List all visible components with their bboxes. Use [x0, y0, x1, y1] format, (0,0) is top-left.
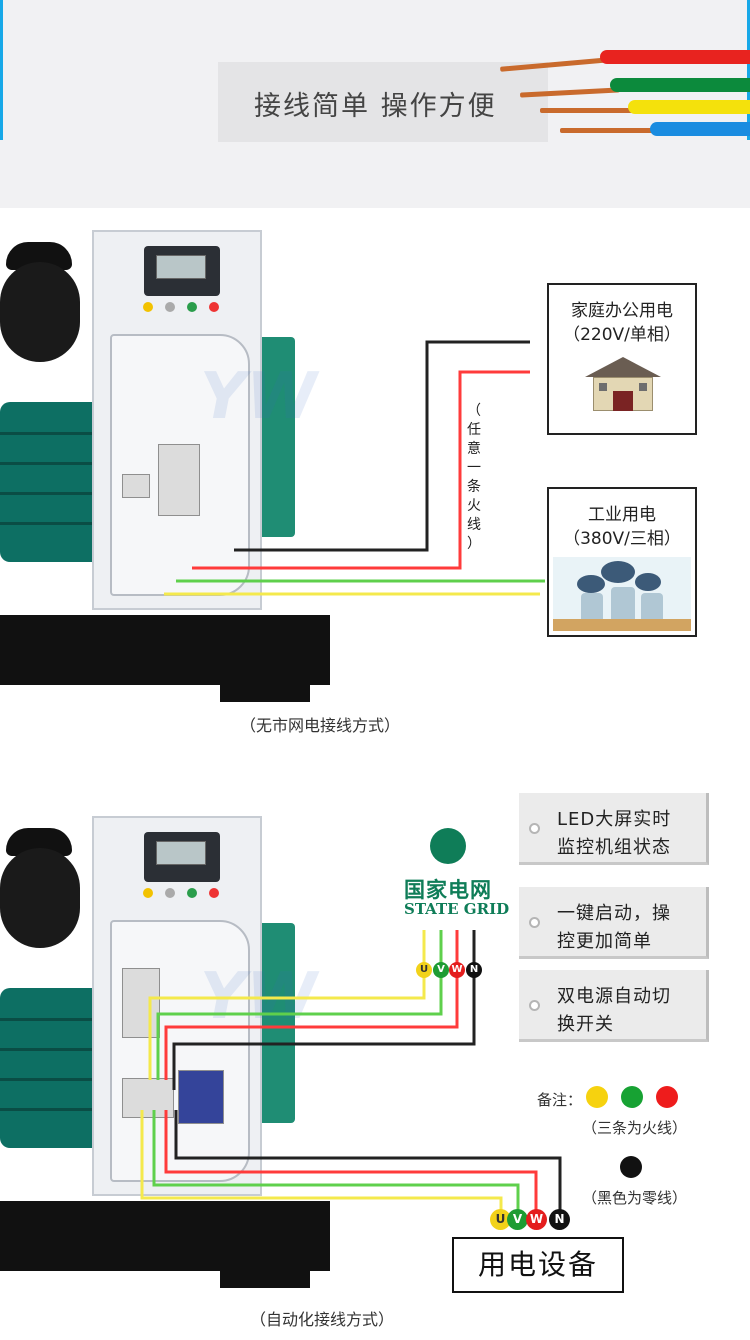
banner-title: 接线简单 操作方便 — [254, 91, 497, 122]
feature-card-ats: 双电源自动切 换开关 — [519, 970, 709, 1042]
industrial-power-box: 工业用电 （380V/三相） — [547, 487, 697, 637]
banner-left-edge — [0, 0, 10, 140]
wiring-diagram-1 — [164, 340, 545, 596]
load-phase-n: N — [549, 1209, 570, 1230]
legend-green-dot — [621, 1086, 643, 1108]
household-power-box: 家庭办公用电 （220V/单相） — [547, 283, 697, 435]
banner-label-plate — [218, 62, 548, 142]
wire-neutral — [234, 340, 530, 552]
industrial-spec: （380V/三相） — [563, 529, 681, 549]
load-phase-w: W — [526, 1209, 547, 1230]
feature-card-onekey: 一键启动，操 控更加简单 — [519, 887, 709, 959]
wire-red — [192, 370, 530, 570]
vertical-note: （ 任 意 一 条 火 线 ） — [467, 403, 481, 552]
grid-phase-w: W — [449, 962, 465, 978]
note-neutral-desc: （黑色为零线） — [582, 1189, 688, 1207]
load-phase-u: U — [490, 1209, 511, 1230]
caption-automatic: （自动化接线方式） — [250, 1310, 395, 1329]
note-fire-desc: （三条为火线） — [582, 1119, 688, 1137]
grid-phase-u: U — [416, 962, 432, 978]
caption-no-grid: （无市网电接线方式） — [240, 716, 401, 735]
generator-image — [0, 222, 335, 702]
load-phase-v: V — [507, 1209, 528, 1230]
household-spec: （220V/单相） — [563, 325, 681, 345]
legend-black-dot — [620, 1156, 642, 1178]
state-grid-en: STATE GRID — [404, 900, 510, 918]
banner-right-edge — [740, 0, 750, 140]
watermark-logo: YW — [200, 360, 317, 434]
legend-red-dot — [656, 1086, 678, 1108]
household-title: 家庭办公用电 — [571, 301, 673, 321]
grid-phase-v: V — [433, 962, 449, 978]
state-grid-cn: 国家电网 — [404, 878, 492, 902]
industrial-title: 工业用电 — [588, 505, 656, 525]
load-device-box: 用电设备 — [452, 1237, 624, 1293]
note-label: 备注： — [537, 1091, 583, 1109]
grid-phase-n: N — [466, 962, 482, 978]
banner: 接线简单 操作方便 — [0, 0, 750, 208]
feature-card-led: LED大屏实时 监控机组状态 — [519, 793, 709, 865]
legend-yellow-dot — [586, 1086, 608, 1108]
state-grid-globe-icon — [430, 828, 466, 864]
